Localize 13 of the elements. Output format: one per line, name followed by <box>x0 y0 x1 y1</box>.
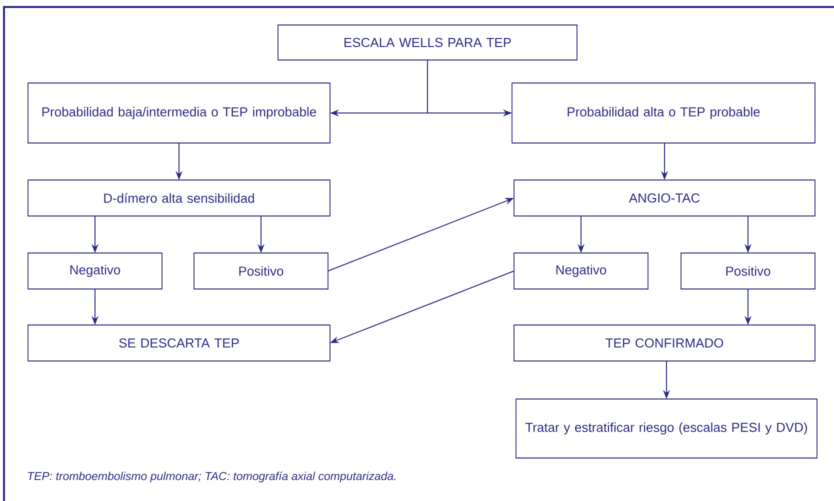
process-box: SE DESCARTA TEP <box>28 324 330 362</box>
process-box: Tratar y estratificar riesgo (escalas PESI y DVD) <box>516 398 818 458</box>
footnote: TEP: tromboembolismo pulmonar; TAC: tomografía axial computarizada. <box>28 472 396 482</box>
process-box: Positivo <box>194 252 328 290</box>
process-box: Probabilidad baja/intermedia o TEP improbable <box>28 82 330 144</box>
process-box: TEP CONFIRMADO <box>514 324 816 362</box>
process-box: Negativo <box>28 252 162 290</box>
process-box: ANGIO-TAC <box>514 180 816 216</box>
process-box: Positivo <box>680 252 816 290</box>
process-box: ESCALA WELLS PARA TEP <box>278 24 578 60</box>
process-box: D-dímero alta sensibilidad <box>28 180 330 216</box>
process-box: Probabilidad alta o TEP probable <box>512 82 816 144</box>
process-box: Negativo <box>514 252 648 290</box>
